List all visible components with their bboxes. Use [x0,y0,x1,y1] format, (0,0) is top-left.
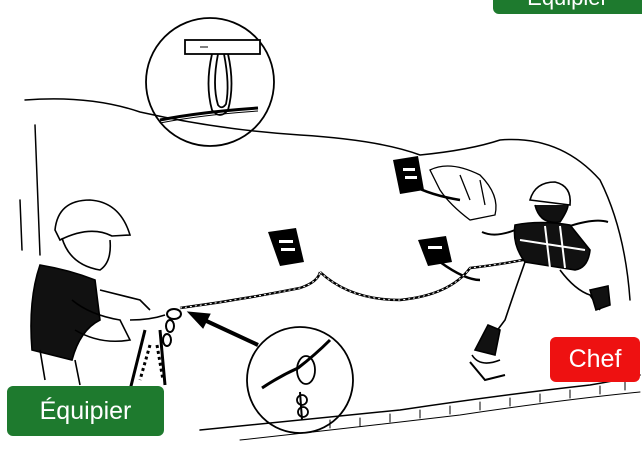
helmet [530,182,570,205]
equipier-figure [31,200,165,390]
label-equipier-top: Équipier [493,0,642,14]
rope [412,185,460,200]
label-chef: Chef [550,337,640,382]
label-equipier: Équipier [7,386,164,436]
anchor-sling-detail-icon [146,18,274,146]
jacket [31,265,100,360]
helmet [55,200,130,240]
roof-anchor-plate [268,228,304,266]
carabiner-chain [163,309,181,346]
roof-anchor-plate [418,236,452,266]
harness-body [514,223,590,271]
carabiner-detail-icon [247,327,353,433]
rope [180,272,320,308]
arrow-icon [188,312,258,345]
roof-left-edge [35,125,40,255]
label-equipier-top-text: Équipier [527,0,608,9]
